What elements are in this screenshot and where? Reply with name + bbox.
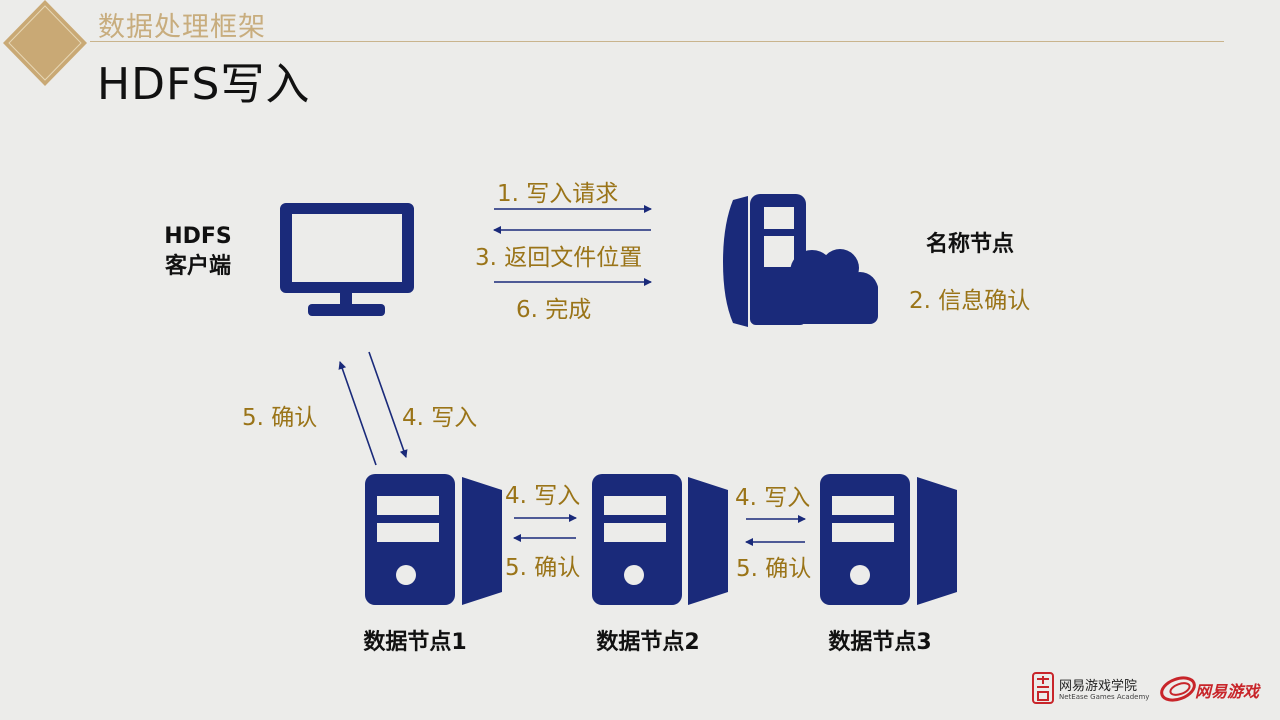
client-label: HDFS 客户端 [150, 222, 246, 282]
datanode2-label: 数据节点2 [596, 630, 700, 655]
client-label-line2: 客户端 [164, 254, 231, 279]
step-dn23-write: 4. 写入 [735, 485, 811, 511]
step-return-location: 3. 返回文件位置 [475, 245, 643, 271]
step-client-confirm: 5. 确认 [242, 405, 318, 431]
datanode1-server-icon [365, 474, 502, 605]
step-write-request: 1. 写入请求 [497, 181, 619, 207]
step-dn12-write: 4. 写入 [505, 483, 581, 509]
datanode3-label: 数据节点3 [828, 630, 932, 655]
academy-name-en: NetEase Games Academy [1059, 693, 1150, 701]
step-complete: 6. 完成 [516, 297, 592, 323]
academy-logo-icon [1032, 672, 1054, 704]
academy-name: 网易游戏学院 [1059, 679, 1138, 694]
datanode1-label: 数据节点1 [363, 630, 467, 655]
step-dn12-confirm: 5. 确认 [505, 555, 581, 581]
datanode3-server-icon [820, 474, 957, 605]
step-dn23-confirm: 5. 确认 [736, 556, 812, 582]
step-client-write: 4. 写入 [402, 405, 478, 431]
datanode2-server-icon [592, 474, 728, 605]
section-subtitle: 数据处理框架 [98, 12, 266, 43]
page-title: HDFS写入 [97, 59, 311, 110]
client-label-line1: HDFS [164, 224, 232, 249]
header-divider [90, 41, 1224, 42]
arrow-client-confirm [338, 361, 377, 466]
namenode-server-cloud-icon [723, 194, 878, 327]
step-info-confirm: 2. 信息确认 [909, 288, 1031, 314]
header-diamond-ornament [3, 0, 87, 86]
client-monitor-icon [280, 203, 414, 316]
namenode-label: 名称节点 [925, 232, 1014, 257]
arrow-client-write [368, 351, 408, 458]
netease-games-name: 网易游戏 [1195, 682, 1260, 701]
netease-games-logo-icon [1160, 676, 1196, 702]
